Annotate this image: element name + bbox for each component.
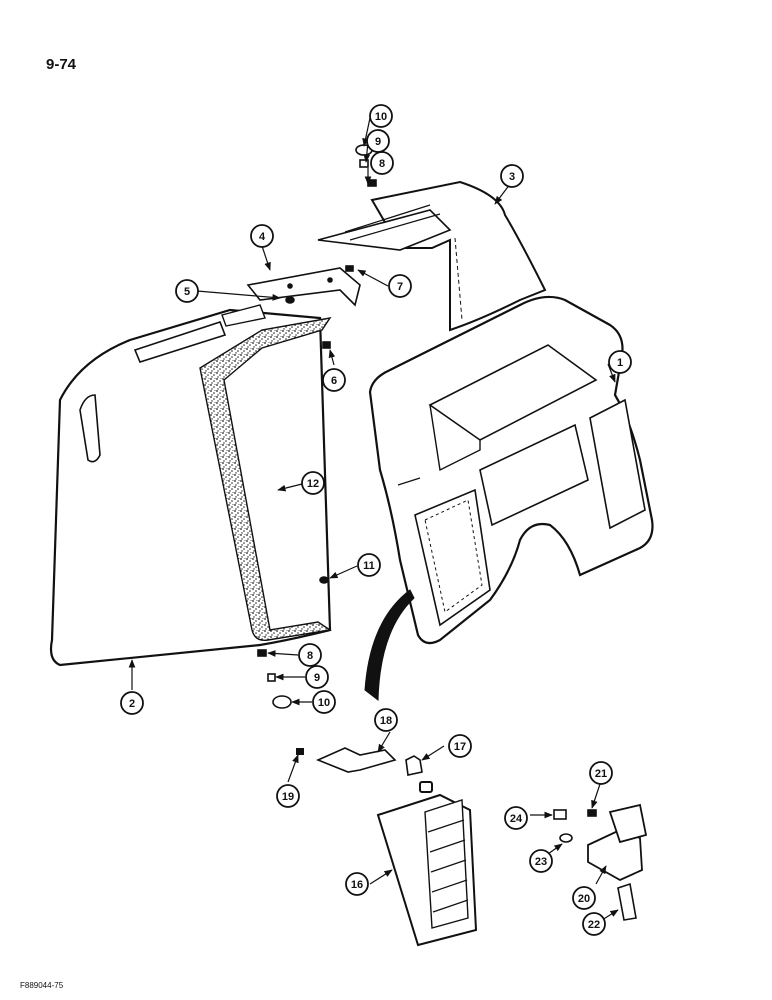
callout-6: 6 — [322, 368, 346, 392]
callout-circle — [500, 164, 524, 188]
callout-number: 1 — [617, 357, 623, 369]
callout-circle — [589, 761, 613, 785]
callout-4: 4 — [250, 224, 274, 248]
callout-circle — [120, 691, 144, 715]
callout-number: 20 — [578, 893, 590, 905]
callout-circle — [374, 708, 398, 732]
callout-number: 7 — [397, 281, 403, 293]
callout-18: 18 — [374, 708, 398, 732]
fastener-hardware — [257, 144, 377, 709]
callout-number: 21 — [595, 768, 607, 780]
callout-circle — [305, 665, 329, 689]
callout-circle — [448, 734, 472, 758]
callout-circle — [298, 643, 322, 667]
bracket-hardware — [553, 809, 637, 921]
callout-10: 10 — [312, 690, 336, 714]
part-17-grommet — [405, 755, 423, 776]
callout-3: 3 — [500, 164, 524, 188]
callout-1: 1 — [608, 350, 632, 374]
callout-9: 9 — [305, 665, 329, 689]
callout-number: 6 — [331, 375, 337, 387]
callout-circle — [608, 350, 632, 374]
callout-number: 9 — [375, 136, 381, 148]
callout-9: 9 — [366, 129, 390, 153]
part-3-rear-hood-panel — [317, 180, 547, 332]
part-16-vent-louver — [376, 781, 478, 947]
callout-2: 2 — [120, 691, 144, 715]
part-19-screw — [296, 748, 304, 755]
part-4-bracket — [246, 267, 361, 307]
leader-lines — [128, 117, 619, 921]
callout-12: 12 — [301, 471, 325, 495]
callout-number: 10 — [375, 111, 387, 123]
callout-number: 2 — [129, 698, 135, 710]
callout-number: 12 — [307, 478, 319, 490]
callout-number: 24 — [510, 813, 523, 825]
callout-number: 3 — [509, 171, 515, 183]
callout-number: 18 — [380, 715, 392, 727]
callout-11: 11 — [357, 553, 381, 577]
callout-circle — [301, 471, 325, 495]
callout-number: 23 — [535, 856, 547, 868]
callout-19: 19 — [276, 784, 300, 808]
callout-circle — [572, 886, 596, 910]
callout-number: 8 — [307, 650, 313, 662]
callout-number: 9 — [314, 672, 320, 684]
callout-number: 17 — [454, 741, 466, 753]
part-2-side-panel — [49, 304, 332, 667]
callout-circle — [369, 104, 393, 128]
callout-circle — [276, 784, 300, 808]
callout-circle — [357, 553, 381, 577]
callout-circle — [322, 368, 346, 392]
callout-circle — [250, 224, 274, 248]
callout-5: 5 — [175, 279, 199, 303]
callout-10: 10 — [369, 104, 393, 128]
callout-number: 8 — [379, 158, 385, 170]
callout-8: 8 — [298, 643, 322, 667]
callout-circle — [504, 806, 528, 830]
callout-circle — [345, 872, 369, 896]
hose-strip — [364, 589, 415, 701]
callout-17: 17 — [448, 734, 472, 758]
callout-number: 5 — [184, 286, 190, 298]
callout-number: 22 — [588, 919, 600, 931]
callout-circle — [529, 849, 553, 873]
callout-16: 16 — [345, 872, 369, 896]
callout-circle — [582, 912, 606, 936]
callout-7: 7 — [388, 274, 412, 298]
page-number: 9-74 — [46, 56, 77, 73]
callout-23: 23 — [529, 849, 553, 873]
callout-circle — [175, 279, 199, 303]
callout-circle — [366, 129, 390, 153]
callout-number: 10 — [318, 697, 330, 709]
part-12-foam-seal — [199, 317, 332, 641]
callout-circle — [312, 690, 336, 714]
callout-8: 8 — [370, 151, 394, 175]
callout-number: 19 — [282, 791, 294, 803]
callout-24: 24 — [504, 806, 528, 830]
callout-21: 21 — [589, 761, 613, 785]
part-1-console-housing — [368, 295, 654, 645]
callout-number: 11 — [363, 560, 375, 572]
callout-circle — [388, 274, 412, 298]
part-18-clip — [315, 747, 397, 773]
figure-code: F889044-75 — [20, 981, 64, 990]
callout-number: 4 — [259, 231, 266, 243]
callout-20: 20 — [572, 886, 596, 910]
callout-22: 22 — [582, 912, 606, 936]
callout-number: 16 — [351, 879, 363, 891]
